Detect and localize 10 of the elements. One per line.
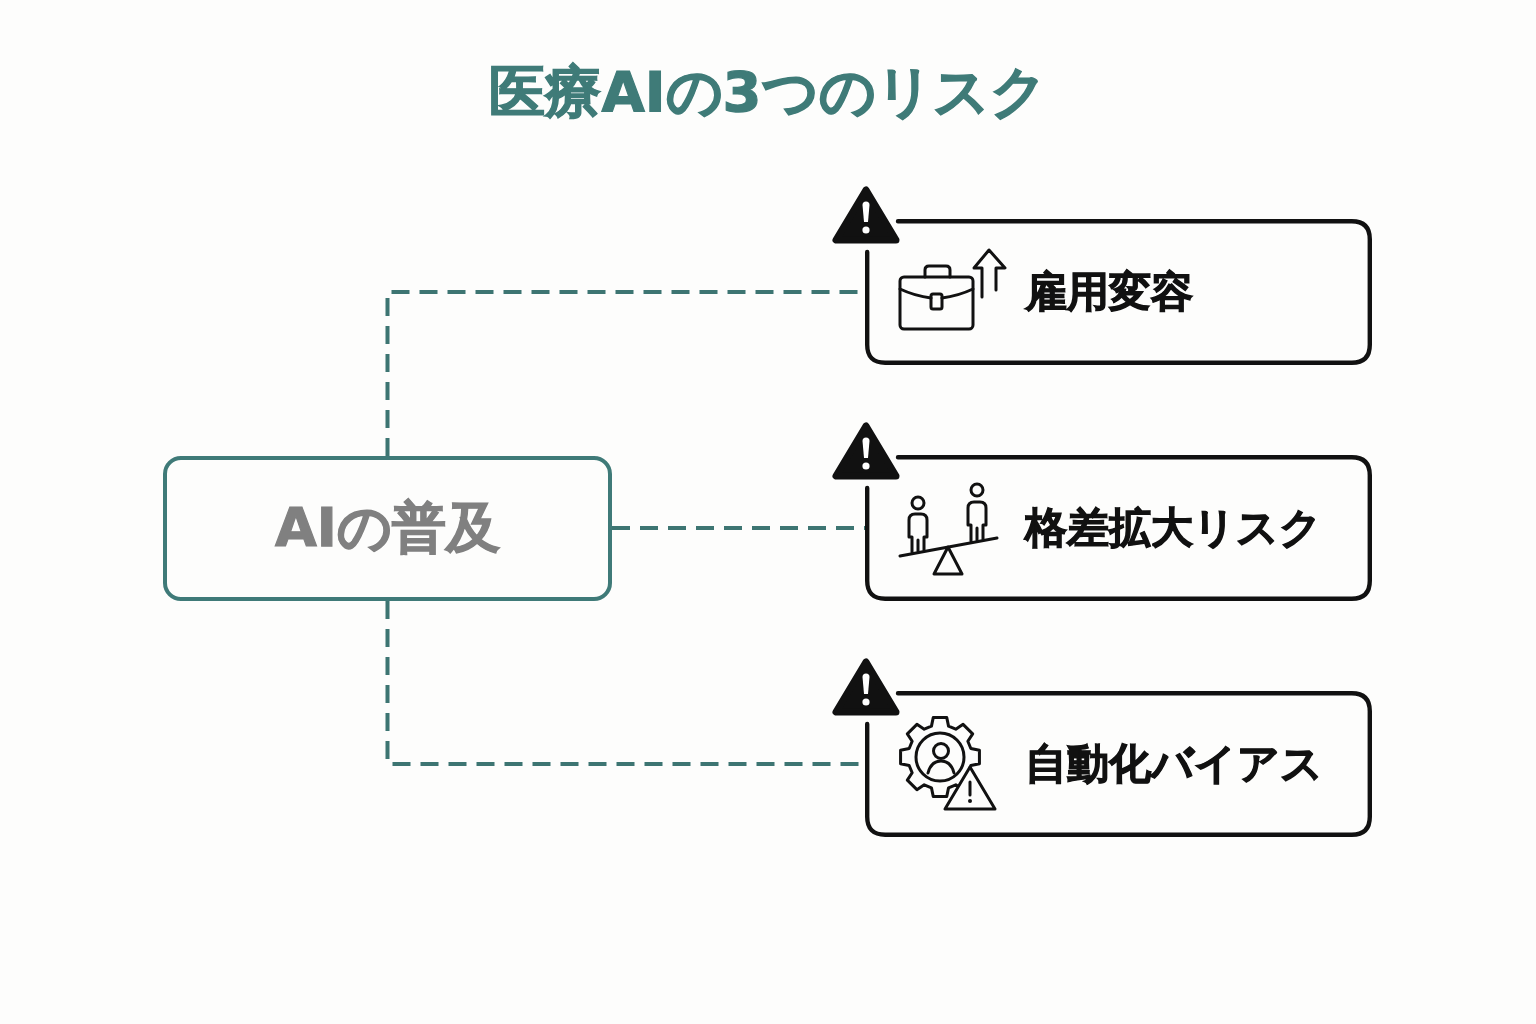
node-label: 自動化バイアス	[1025, 738, 1323, 790]
risk-box	[865, 455, 1372, 601]
node-label: AIの普及	[275, 496, 500, 561]
risk-box	[865, 219, 1372, 365]
diagram-title: 医療AIの3つのリスク	[489, 59, 1047, 124]
dashed-connector	[612, 526, 865, 530]
node-label: 格差拡大リスク	[1025, 502, 1322, 554]
risk-box	[865, 691, 1372, 837]
process-box	[163, 456, 612, 601]
node-label: 雇用変容	[1025, 266, 1193, 318]
